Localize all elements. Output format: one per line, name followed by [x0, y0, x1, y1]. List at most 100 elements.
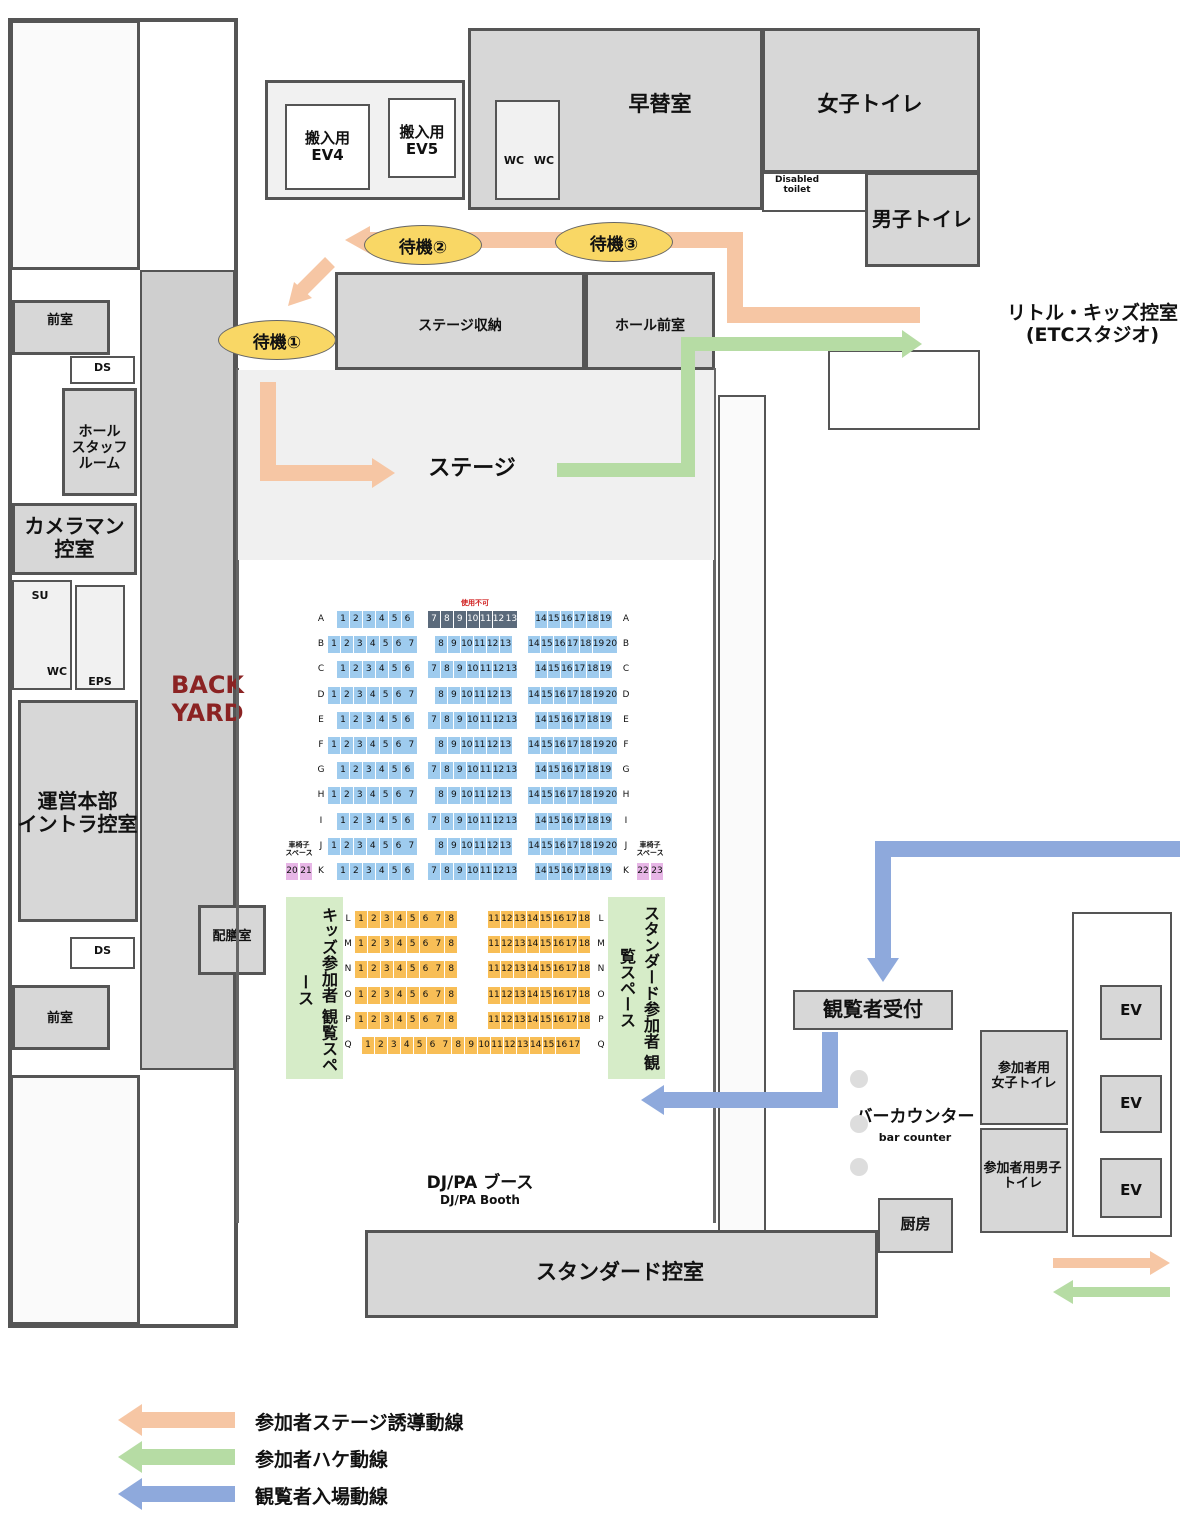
seat: 8 [440, 863, 453, 880]
seat: 2 [367, 1011, 380, 1029]
seat: 18 [586, 711, 599, 729]
seat: 12 [503, 1037, 516, 1054]
seat: 6 [392, 787, 405, 805]
seat: 5 [406, 986, 419, 1004]
seat: 4 [393, 986, 406, 1004]
seat: 14 [528, 636, 540, 654]
seat: 9 [453, 762, 466, 780]
distribution-room-label: 配膳室 [212, 929, 252, 944]
legend-label-orange: 参加者ステージ誘導動線 [255, 1412, 464, 1434]
seat: 20 [605, 737, 618, 754]
green-arrow-head [902, 330, 922, 358]
stage-label: ステージ [428, 456, 516, 481]
seat: 3 [380, 986, 393, 1004]
seat: 12 [500, 911, 513, 928]
seat: 4 [375, 762, 388, 780]
cameraman-room-label: カメラマン 控室 [24, 514, 125, 561]
seat: 20 [605, 787, 618, 805]
seat: 4 [375, 711, 388, 729]
seat: 9 [453, 863, 466, 880]
seat: 15 [540, 636, 553, 654]
seat: 20 [605, 837, 618, 855]
wc-label-2: WC [533, 154, 555, 167]
seat: 2 [367, 911, 380, 928]
row-label: O [344, 989, 352, 1000]
seat: 4 [366, 737, 379, 754]
row-label: E [623, 714, 629, 725]
row-label: E [318, 714, 324, 725]
seat: 12 [486, 787, 499, 805]
seat: 3 [362, 863, 375, 880]
seat: 12 [486, 686, 499, 704]
seat: 11 [473, 787, 486, 805]
seat: 14 [535, 762, 547, 780]
seat: 1 [355, 986, 367, 1004]
seat: 2 [349, 863, 362, 880]
ev4-label: 搬入用 EV4 [304, 129, 350, 165]
ev-car-2 [1100, 1075, 1162, 1133]
seat: 9 [447, 737, 460, 754]
seat: 12 [492, 762, 505, 780]
seat: 1 [337, 661, 349, 679]
seat: 2 [340, 787, 353, 805]
bar-stool-3 [850, 1158, 868, 1176]
seat: 8 [445, 1011, 458, 1029]
seat: 8 [445, 911, 458, 928]
seat: 19 [599, 762, 612, 780]
seat: 9 [453, 611, 466, 628]
row-label: F [623, 740, 629, 750]
seat: 17 [566, 686, 579, 704]
small-orange-arrow-head [1150, 1251, 1170, 1275]
seat: 7 [428, 611, 440, 628]
seat: 7 [428, 711, 440, 729]
seat: 16 [553, 636, 566, 654]
seat: 6 [401, 711, 414, 729]
seat: 11 [488, 1011, 500, 1029]
seat: 19 [599, 661, 612, 679]
standard-room [365, 1230, 878, 1318]
blue-path-entry [875, 841, 1180, 962]
seat: 17 [573, 661, 586, 679]
seat: 9 [447, 787, 460, 805]
seat: 3 [362, 711, 375, 729]
seat: 13 [513, 1011, 526, 1029]
row-label: A [622, 614, 630, 624]
seat: 3 [353, 787, 366, 805]
seat: 10 [466, 711, 479, 729]
seat: 5 [379, 686, 392, 704]
seat: 12 [492, 711, 505, 729]
stage-storage-label: ステージ収納 [418, 318, 502, 334]
orange-arrow-head-stage [372, 458, 395, 488]
legend-label-blue: 観覧者入場動線 [255, 1486, 389, 1508]
seat: 12 [486, 737, 499, 754]
seat: 5 [406, 1011, 419, 1029]
wheelchair-left-label: 車椅子 スペース [285, 841, 313, 858]
standard-room-label: スタンダード控室 [536, 1260, 704, 1284]
seat: 16 [552, 986, 565, 1004]
cameraman-room [12, 503, 137, 575]
row-label: C [622, 664, 630, 675]
row-label: M [344, 939, 352, 950]
row-label: I [319, 815, 323, 826]
standard-viewing-label: スタンダード参加者 観覧スペース [617, 905, 660, 1071]
legend-orange-head [118, 1404, 142, 1436]
djpa-booth-label: DJ/PA ブース [426, 1173, 534, 1193]
seat: 11 [473, 636, 486, 654]
seat: 17 [573, 711, 586, 729]
seat: 17 [568, 1037, 581, 1054]
seat: 16 [560, 711, 573, 729]
disabled-toilet-label: Disabled toilet [774, 175, 820, 196]
seat: 11 [479, 711, 492, 729]
seat: 5 [413, 1037, 426, 1054]
seat: 18 [586, 812, 599, 830]
seat: 7 [432, 936, 445, 954]
orange-arrow-head-diag [288, 282, 312, 306]
seat: 1 [337, 812, 349, 830]
seat: 10 [466, 661, 479, 679]
seat: 7 [432, 1011, 445, 1029]
wheelchair-right-label: 車椅子 スペース [636, 841, 664, 858]
seat: 4 [375, 863, 388, 880]
seat: 5 [388, 661, 401, 679]
ev-car-1-label: EV [1120, 1001, 1142, 1019]
